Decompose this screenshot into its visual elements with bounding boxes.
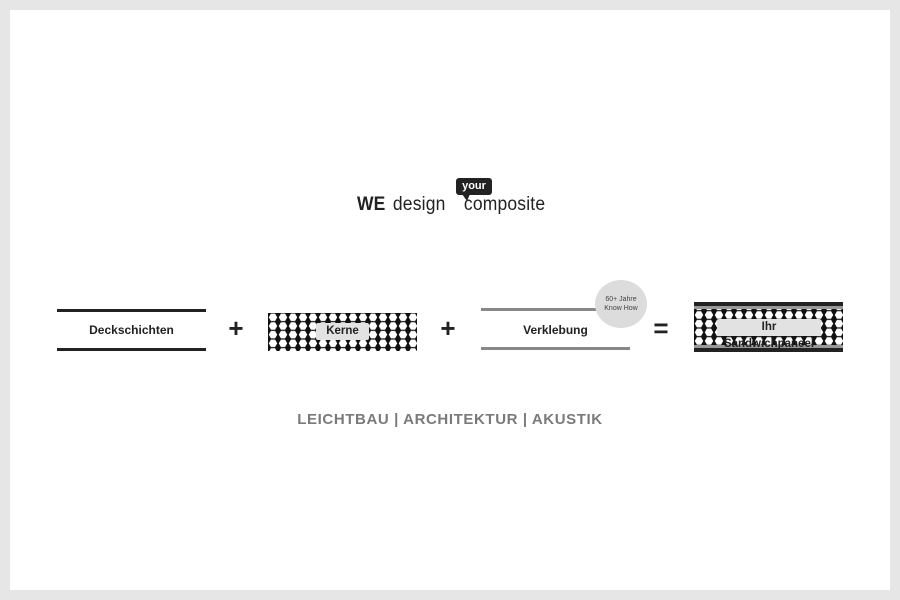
badge-line-2: Know How [604, 305, 638, 312]
content-card: your WE design composite Deckschichten + K… [10, 10, 890, 590]
tagline: LEICHTBAU | ARCHITEKTUR | AKUSTIK [297, 411, 603, 428]
verklebung-label: Verklebung [523, 323, 588, 337]
experience-badge: 60+ Jahre Know How [595, 280, 647, 328]
plus-operator-1: + [228, 313, 244, 343]
kerne-label: Kerne [316, 323, 369, 340]
logo-speech-bubble: your [456, 178, 492, 195]
logo-bubble-tail [462, 194, 470, 201]
logo: WE design composite [357, 194, 545, 222]
honeycomb-core-icon [268, 313, 417, 351]
sandwichpaneel-label: Ihr Sandwichpaneel [717, 319, 821, 350]
logo-bubble-text: your [462, 180, 486, 192]
deckschicht-top-line [57, 309, 206, 312]
logo-composite: composite [463, 194, 546, 215]
verklebung-top-line [481, 308, 630, 311]
deckschicht-bottom-line [57, 348, 206, 351]
verklebung-bottom-line [481, 347, 630, 350]
badge-line-1: 60+ Jahre [605, 296, 637, 303]
logo-we: WE [357, 194, 386, 215]
logo-design: design [392, 194, 446, 215]
plus-operator-2: + [440, 313, 456, 343]
equals-operator: = [653, 313, 669, 343]
deckschichten-label: Deckschichten [89, 323, 174, 337]
